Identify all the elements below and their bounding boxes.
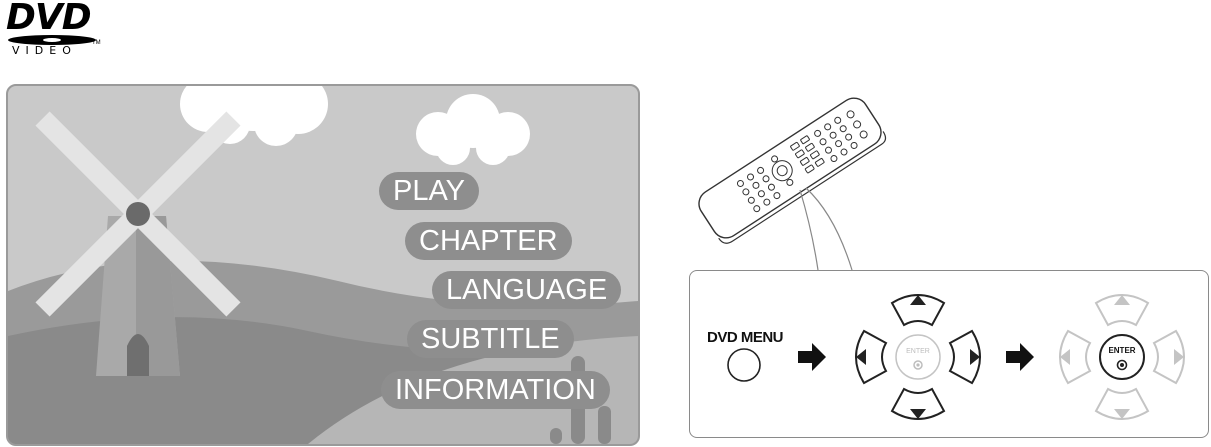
menu-item-language[interactable]: LANGUAGE	[432, 271, 622, 309]
instruction-panel: DVD MENU ENTER	[689, 270, 1209, 438]
dvd-logo-disc-icon	[8, 35, 96, 45]
remote-control-icon	[698, 97, 887, 244]
cloud-icon	[416, 94, 530, 165]
menu-item-chapter[interactable]: CHAPTER	[405, 222, 572, 260]
enter-button-icon	[1099, 334, 1145, 380]
instruction-graphics: ENTER ENTER	[727, 294, 1185, 420]
dvd-logo-subtext: VIDEO	[12, 44, 77, 57]
tv-screen: PLAY CHAPTER LANGUAGE SUBTITLE INFORMATI…	[6, 84, 640, 446]
dvd-video-logo: DVD VIDEO TM	[2, 0, 102, 62]
arrow-right-icon	[798, 343, 826, 371]
menu-item-subtitle[interactable]: SUBTITLE	[407, 320, 574, 358]
menu-item-information[interactable]: INFORMATION	[381, 371, 610, 409]
enter-label-inactive: ENTER	[906, 348, 930, 355]
dvd-menu-label: DVD MENU	[707, 329, 784, 346]
menu-item-play[interactable]: PLAY	[379, 172, 480, 210]
dpad-icon	[1059, 294, 1185, 420]
cloud-icon	[180, 86, 328, 146]
arrow-right-icon	[1006, 343, 1034, 371]
dvd-logo-text: DVD	[6, 0, 92, 38]
enter-label-active: ENTER	[1108, 346, 1135, 355]
dvd-logo-trademark: TM	[92, 40, 101, 46]
dpad-icon	[855, 294, 981, 420]
dvd-menu-button	[727, 348, 761, 382]
